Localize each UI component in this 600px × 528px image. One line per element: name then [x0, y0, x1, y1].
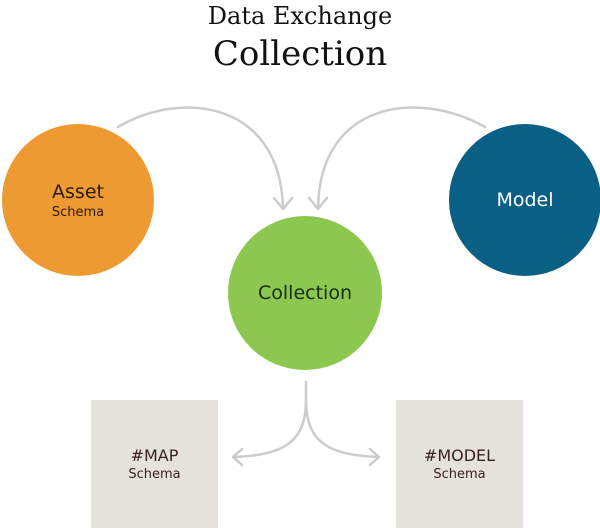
arrowhead-map: [231, 447, 244, 467]
arrow-asset-to-collection: [116, 106, 285, 210]
diagram-subtitle: Collection: [212, 34, 388, 74]
arrowhead-right: [307, 196, 329, 211]
map-schema-sublabel: Schema: [128, 467, 181, 482]
model-node: Model: [449, 124, 600, 276]
arrow-collection-to-map: [232, 380, 308, 459]
model-label: Model: [496, 189, 554, 211]
arrow-collection-to-model-schema: [304, 398, 380, 459]
asset-label: Asset: [52, 180, 104, 203]
asset-sublabel: Schema: [51, 204, 105, 220]
arrow-model-to-collection: [316, 106, 487, 210]
arrowhead-left: [272, 196, 294, 211]
collection-label: Collection: [258, 282, 352, 304]
arrowhead-model-schema: [368, 447, 381, 467]
model-schema-node: #MODEL Schema: [396, 400, 523, 528]
model-schema-sublabel: Schema: [433, 467, 486, 482]
collection-node: Collection: [228, 216, 382, 370]
diagram-title: Data Exchange: [207, 2, 393, 30]
model-schema-label: #MODEL: [423, 446, 496, 465]
asset-node: Asset Schema: [2, 124, 154, 276]
map-schema-node: #MAP Schema: [91, 400, 218, 528]
map-schema-label: #MAP: [130, 446, 179, 465]
